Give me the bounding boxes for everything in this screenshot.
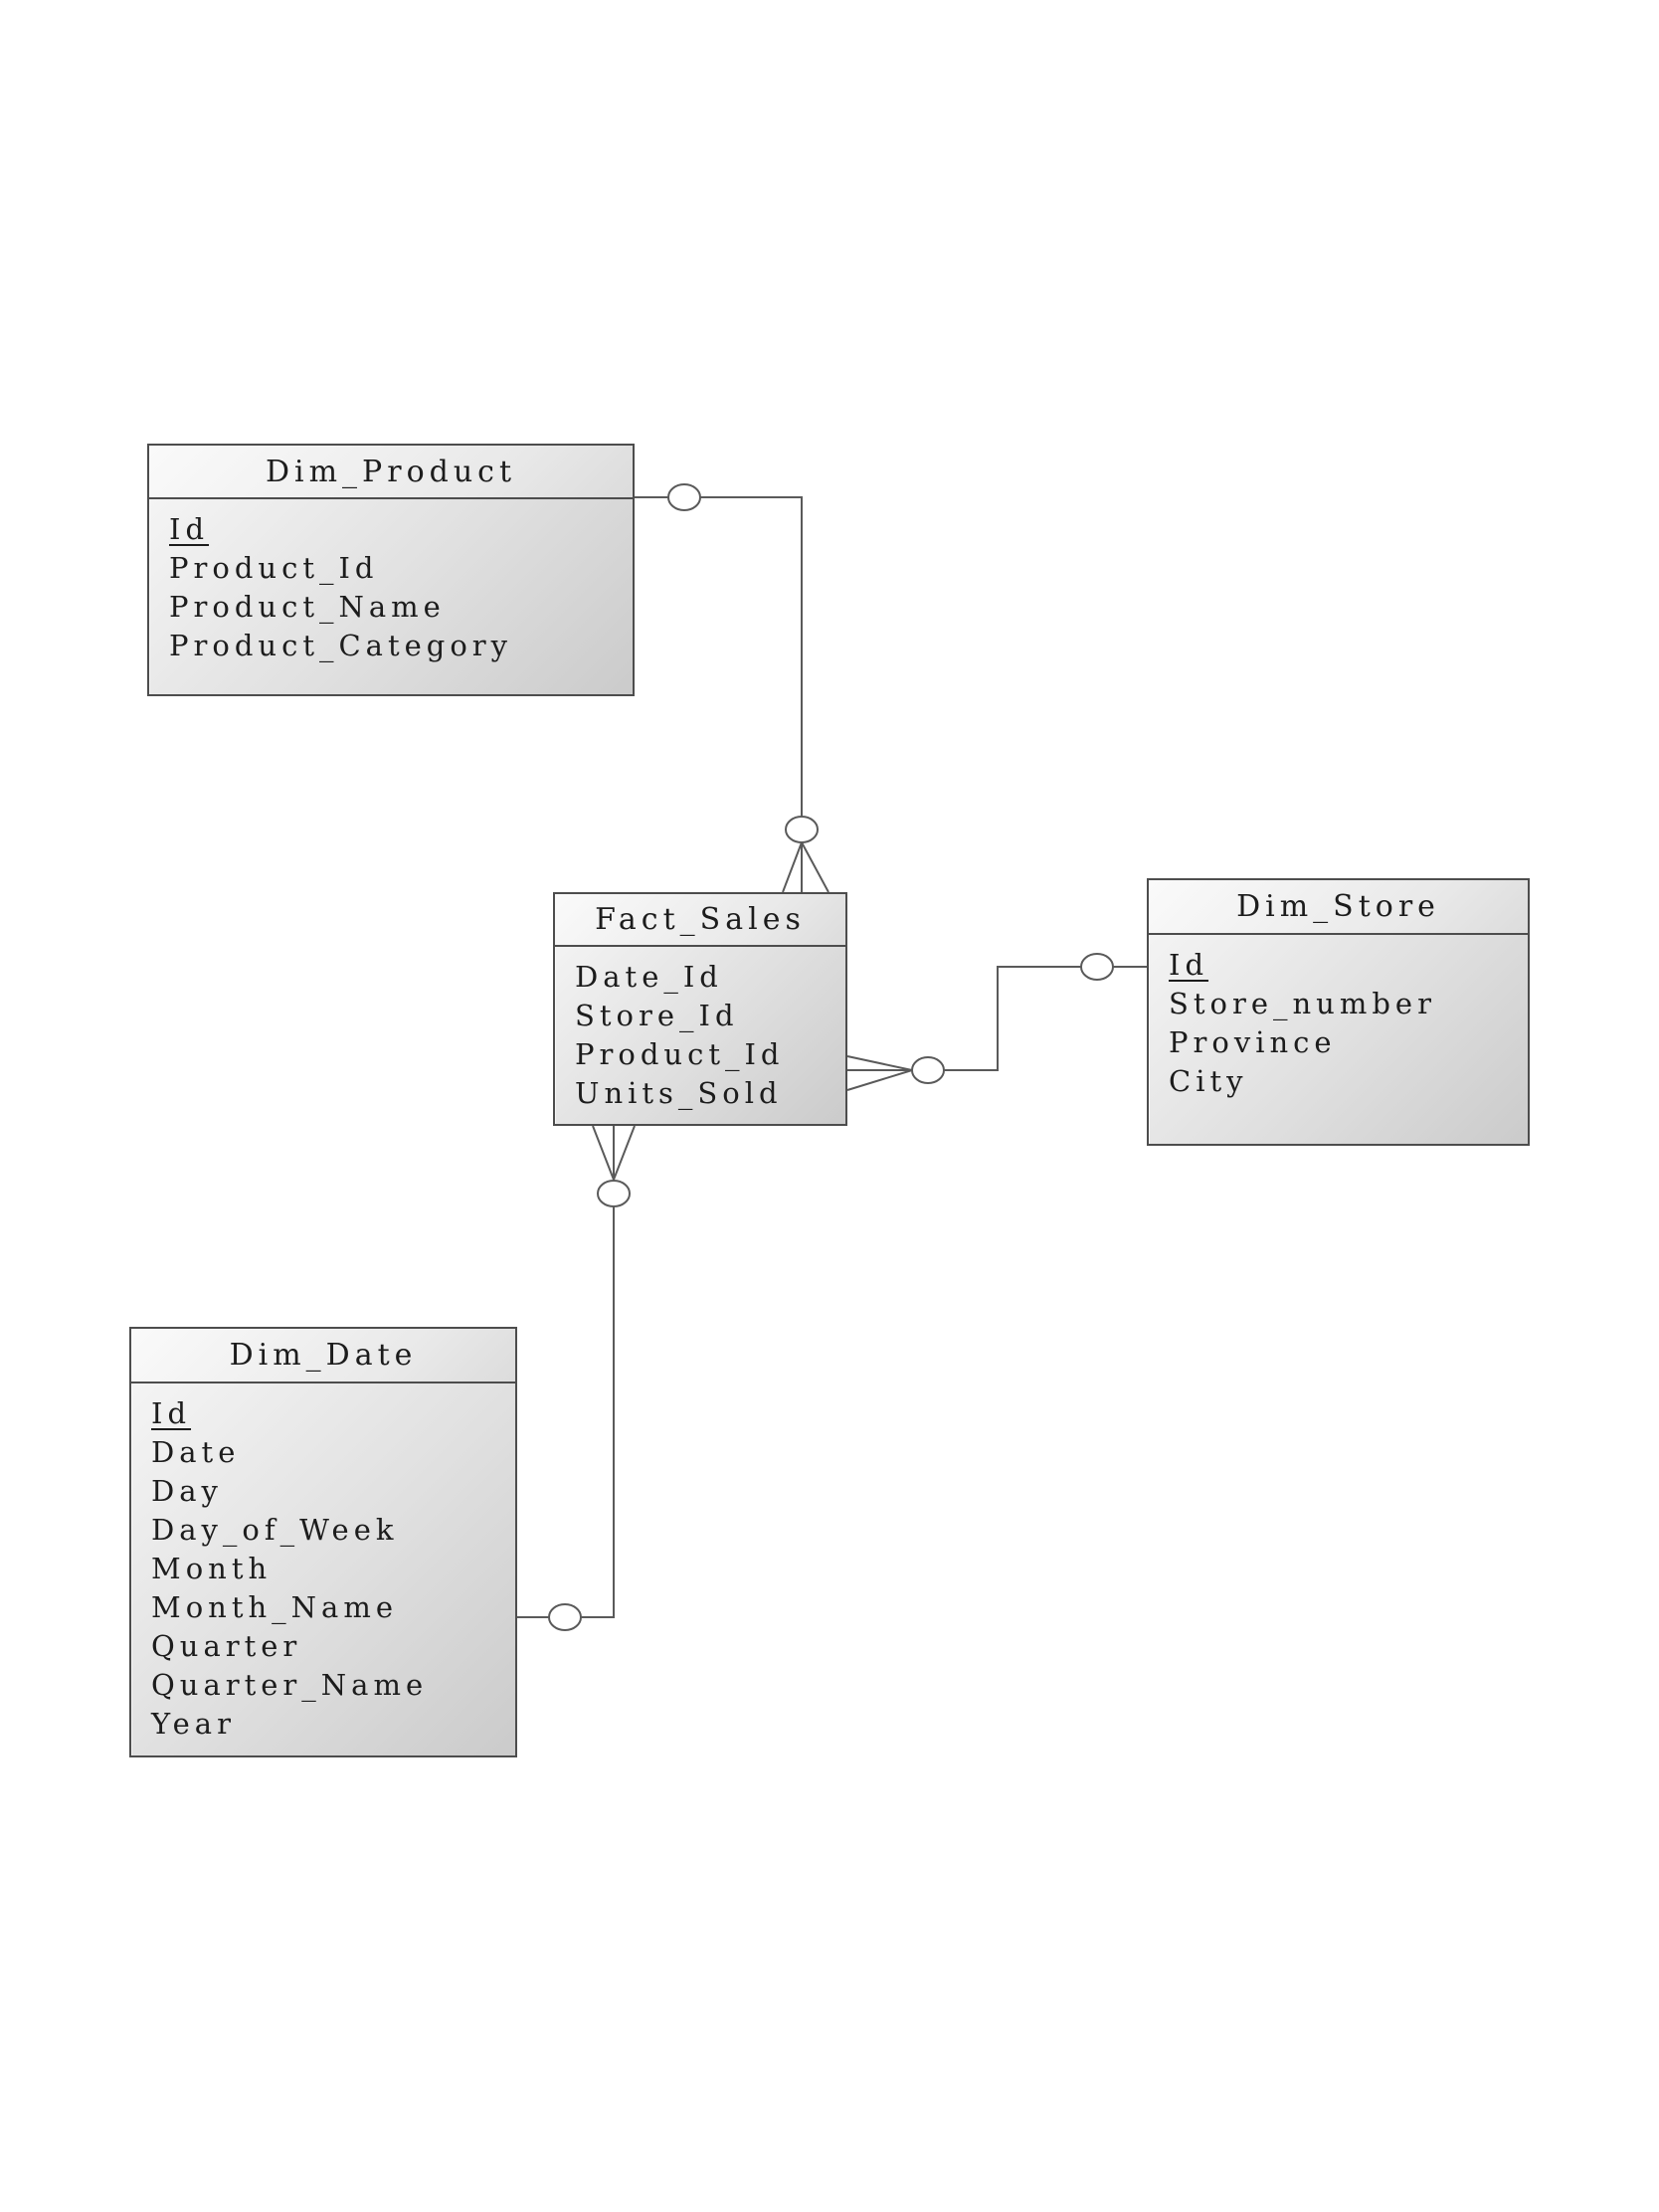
field-row: Product_Name <box>169 590 446 624</box>
table-fields: Id Product_Id Product_Name Product_Categ… <box>149 499 633 665</box>
table-fields: Date_Id Store_Id Product_Id Units_Sold <box>555 947 845 1113</box>
field-row: Id <box>1169 948 1209 982</box>
table-header: Dim_Store <box>1149 880 1528 935</box>
table-title: Dim_Date <box>229 1338 418 1373</box>
field-row: Day <box>151 1474 223 1508</box>
field-row: Quarter_Name <box>151 1668 429 1702</box>
table-title: Dim_Store <box>1236 889 1440 924</box>
crow-foot-icon <box>846 1055 913 1071</box>
table-dim-product: Dim_Product Id Product_Id Product_Name P… <box>147 444 635 696</box>
table-header: Dim_Product <box>149 446 633 499</box>
field-row: Date_Id <box>575 960 723 994</box>
field-row: Id <box>151 1396 192 1430</box>
connector-line <box>847 966 1147 1071</box>
field-row: City <box>1169 1064 1248 1098</box>
connector-line <box>517 1126 615 1618</box>
table-title: Fact_Sales <box>595 902 806 937</box>
field-row: Date <box>151 1435 241 1469</box>
circle-terminator-icon <box>911 1056 945 1084</box>
field-row: Month <box>151 1552 273 1585</box>
relationship-product-sales <box>635 483 830 893</box>
field-row: Product_Category <box>169 629 513 662</box>
field-row: Id <box>169 512 210 546</box>
crow-foot-icon <box>846 1069 913 1091</box>
field-row: Units_Sold <box>575 1076 783 1110</box>
crow-foot-icon <box>801 841 830 893</box>
table-fact-sales: Fact_Sales Date_Id Store_Id Product_Id U… <box>553 892 847 1126</box>
connector-line <box>635 496 803 892</box>
circle-terminator-icon <box>548 1603 582 1631</box>
field-row: Store_number <box>1169 987 1436 1020</box>
relationship-sales-date <box>517 1125 636 1631</box>
crow-foot-icon <box>782 841 803 893</box>
circle-terminator-icon <box>785 816 819 843</box>
field-row: Product_Id <box>575 1037 785 1071</box>
field-row: Store_Id <box>575 999 739 1032</box>
field-row: Quarter <box>151 1629 302 1663</box>
table-header: Dim_Date <box>131 1329 515 1383</box>
crow-foot-icon <box>592 1125 615 1181</box>
field-row: Month_Name <box>151 1590 398 1624</box>
field-row: Year <box>151 1707 236 1741</box>
table-header: Fact_Sales <box>555 894 845 947</box>
table-dim-date: Dim_Date Id Date Day Day_of_Week Month M… <box>129 1327 517 1757</box>
crow-foot-icon <box>613 1125 636 1181</box>
field-row: Product_Id <box>169 551 379 585</box>
table-fields: Id Date Day Day_of_Week Month Month_Name… <box>131 1383 515 1744</box>
field-row: Province <box>1169 1025 1337 1059</box>
table-dim-store: Dim_Store Id Store_number Province City <box>1147 878 1530 1146</box>
field-row: Day_of_Week <box>151 1513 399 1547</box>
circle-terminator-icon <box>667 483 701 511</box>
relationship-sales-store <box>846 953 1147 1091</box>
circle-terminator-icon <box>597 1180 631 1207</box>
circle-terminator-icon <box>1080 953 1114 981</box>
table-fields: Id Store_number Province City <box>1149 935 1528 1101</box>
table-title: Dim_Product <box>265 454 517 489</box>
